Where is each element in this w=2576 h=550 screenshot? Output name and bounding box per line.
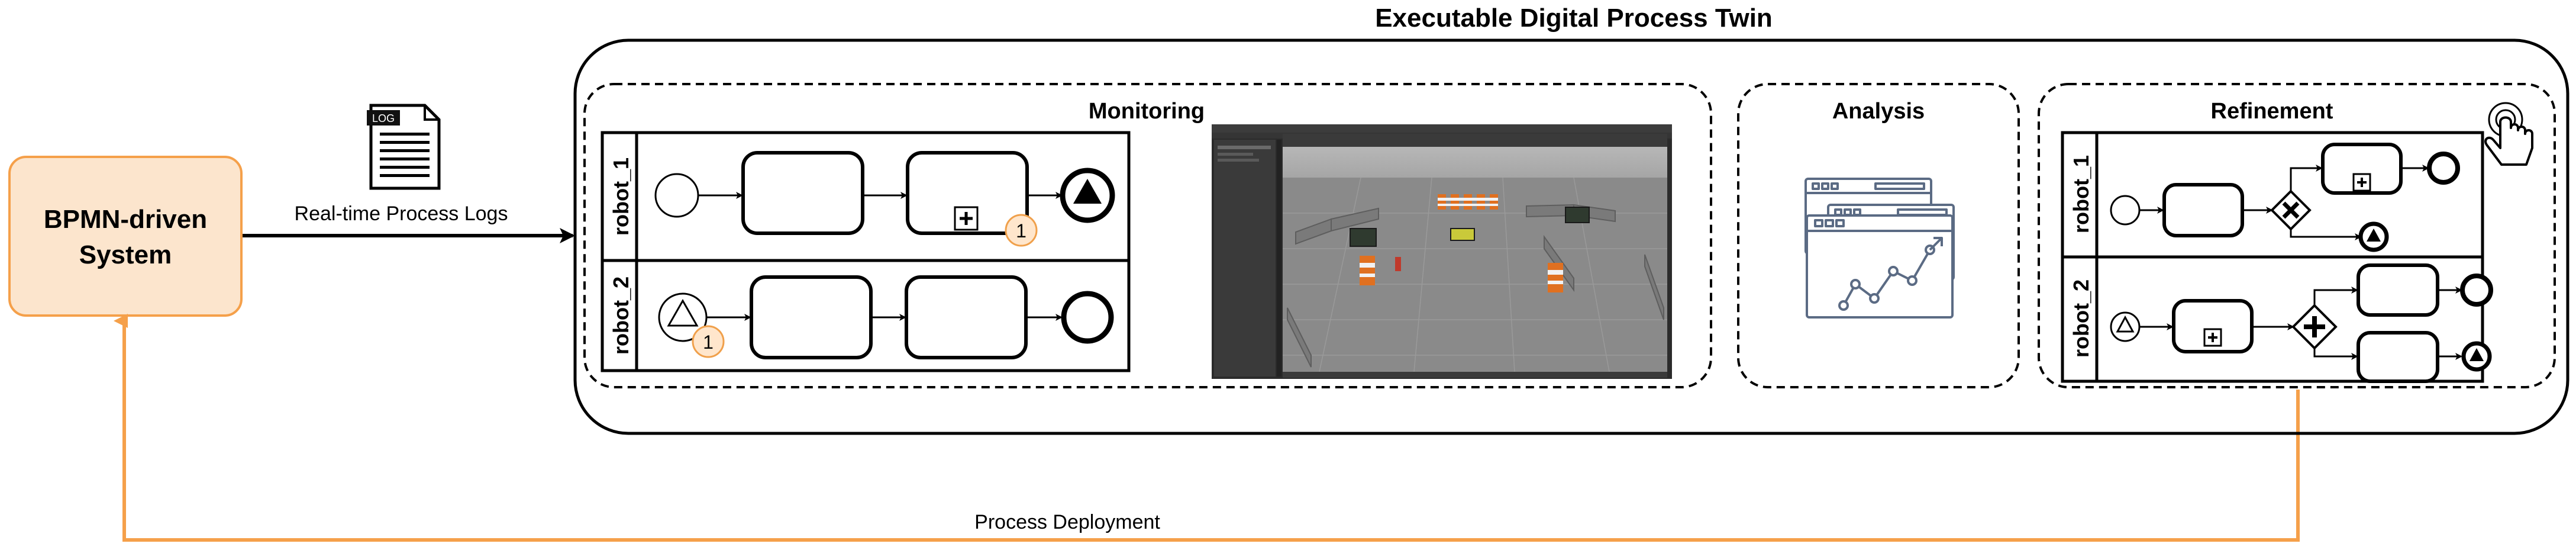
refinement-title: Refinement — [2211, 99, 2333, 124]
task-box — [750, 275, 873, 359]
token-badge: 1 — [1005, 214, 1038, 247]
log-tag: LOG — [372, 112, 395, 124]
svg-text:1: 1 — [1016, 220, 1026, 242]
subprocess-plus-icon — [954, 206, 979, 231]
bpmn-system-box: BPMN-driven System — [8, 156, 243, 317]
task-box — [2357, 263, 2439, 317]
monitoring-lane-robot-1: robot_1 — [609, 157, 633, 236]
monitoring-panel: Monitoring robot_1 robot_2 1 — [583, 83, 1712, 388]
signal-end-event-icon — [2358, 221, 2389, 252]
analytics-chart-icon — [1805, 178, 1955, 319]
subprocess-plus-icon — [2352, 173, 2371, 192]
diagram-title: Executable Digital Process Twin — [1375, 4, 1773, 33]
logs-edge-label: Real-time Process Logs — [295, 202, 508, 225]
signal-end-event-icon — [1060, 168, 1115, 223]
system-label-line2: System — [79, 240, 172, 269]
svg-text:1: 1 — [703, 332, 714, 353]
end-event-icon — [1061, 291, 1114, 344]
parallel-gateway-icon — [2291, 304, 2338, 350]
refinement-lane-robot-1: robot_1 — [2069, 155, 2093, 233]
deployment-edge-label: Process Deployment — [974, 511, 1160, 533]
end-event-icon — [2460, 274, 2493, 307]
task-box — [2162, 183, 2244, 237]
hand-pointer-icon — [2484, 102, 2533, 166]
task-box — [741, 151, 864, 235]
token-badge: 1 — [692, 325, 725, 358]
subprocess-box — [906, 151, 1029, 235]
start-event-icon — [2110, 195, 2141, 226]
refinement-lane-robot-2: robot_2 — [2069, 279, 2093, 358]
subprocess-plus-icon — [2203, 328, 2222, 347]
task-box — [905, 275, 1028, 359]
start-event-icon — [654, 173, 699, 218]
simulation-screenshot — [1212, 124, 1672, 379]
system-label-line1: BPMN-driven — [44, 205, 207, 234]
monitoring-title: Monitoring — [1089, 99, 1205, 124]
analysis-title: Analysis — [1832, 99, 1925, 124]
signal-start-event-icon — [2110, 311, 2141, 342]
task-box — [2357, 331, 2439, 383]
analysis-panel: Analysis — [1737, 83, 2020, 388]
refinement-panel: Refinement robot_1 robot_2 — [2038, 83, 2556, 388]
signal-start-event-icon — [658, 292, 708, 342]
digital-twin-container — [573, 38, 2569, 435]
log-document-icon: LOG — [367, 104, 441, 190]
deployment-edge — [114, 314, 2300, 542]
end-event-icon — [2427, 152, 2460, 185]
monitoring-lane-robot-2: robot_2 — [609, 276, 633, 355]
signal-end-event-icon — [2461, 341, 2492, 372]
